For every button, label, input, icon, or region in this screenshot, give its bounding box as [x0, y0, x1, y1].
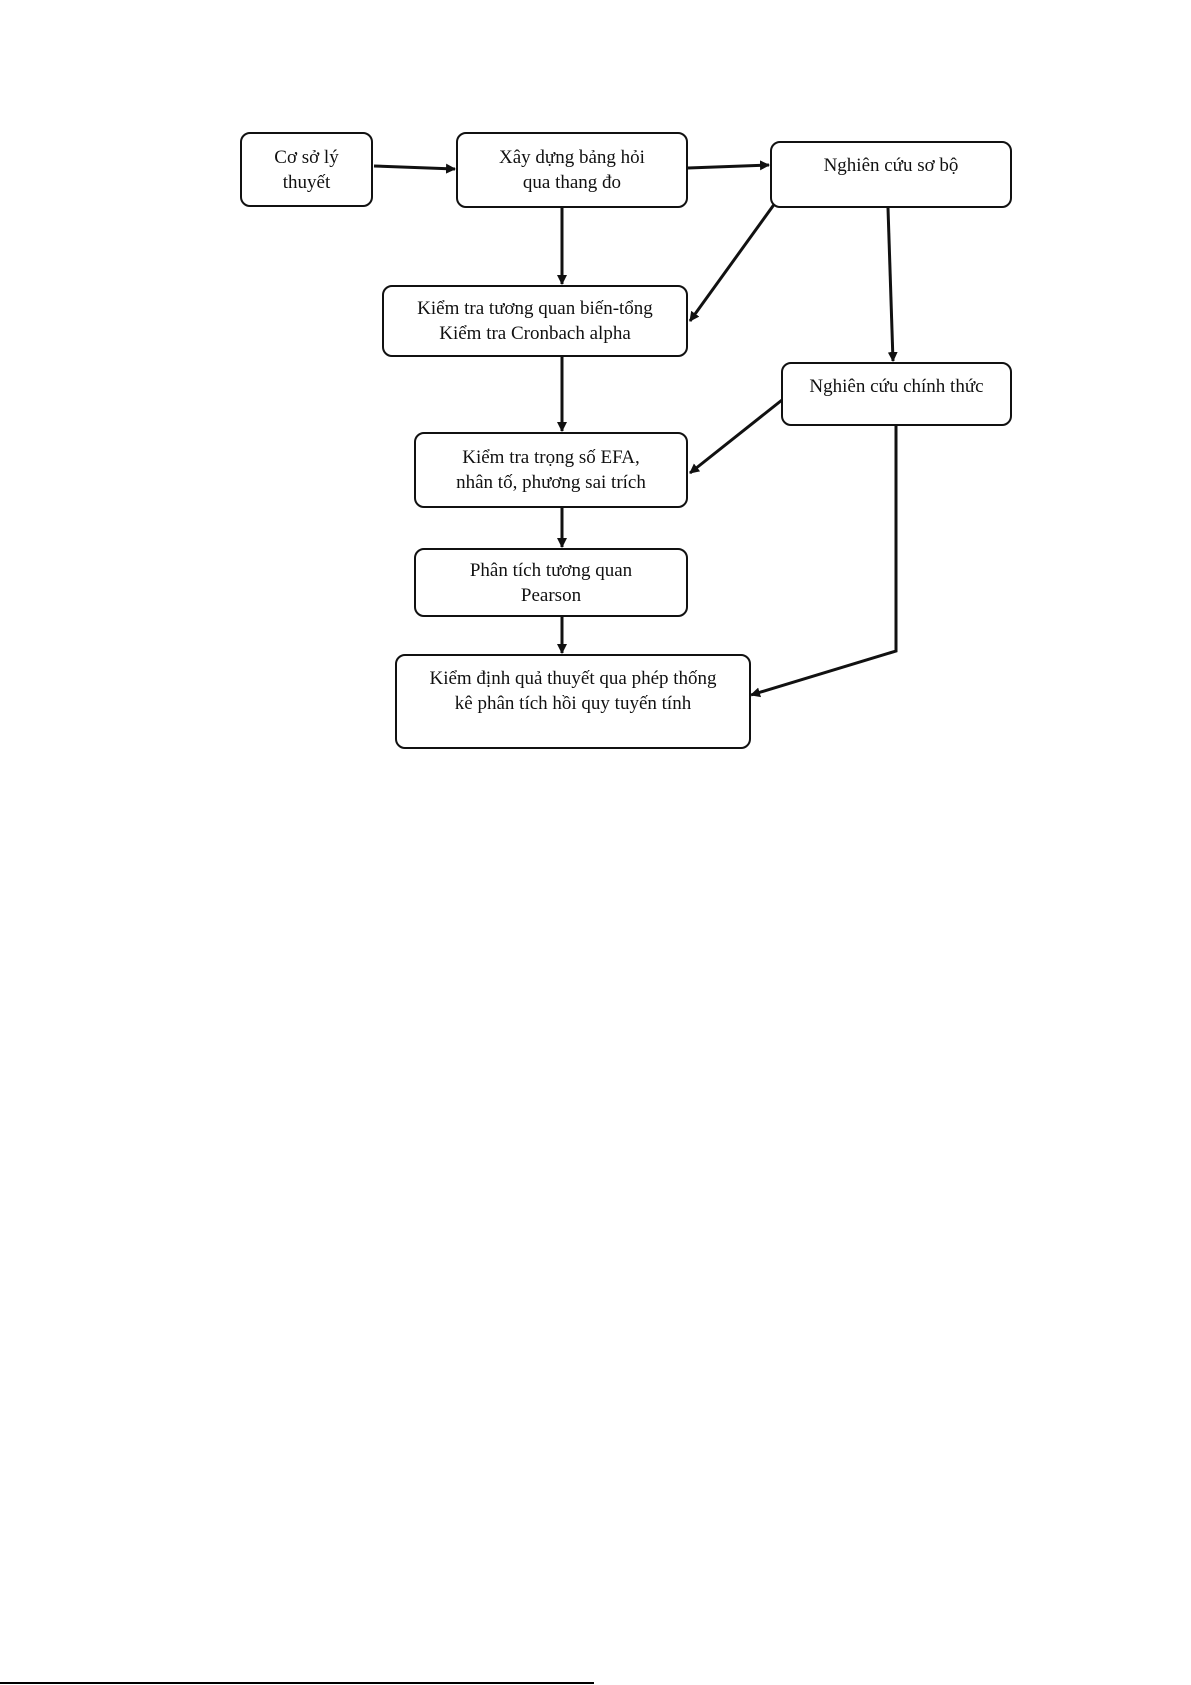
node-regression: Kiểm định quả thuyết qua phép thống kê ph… [395, 654, 751, 749]
node-text: Kiểm tra trọng số EFA, [462, 447, 640, 468]
node-text: thuyết [282, 171, 331, 193]
node-theory: Cơ sở lý thuyết [240, 132, 373, 207]
node-questionnaire: Xây dựng bảng hỏi qua thang đo [456, 132, 688, 208]
node-text: Phân tích tương quan [469, 559, 633, 581]
node-efa: Kiểm tra trọng số EFA, nhân tố, phương sa… [414, 432, 688, 508]
node-text: nhân tố, phương sai trích [456, 472, 646, 493]
node-main-study: Nghiên cứu chính thức [781, 362, 1012, 426]
arrow-theory-questionnaire [373, 163, 456, 174]
node-text: Pearson [520, 584, 582, 606]
node-text: Nghiên cứu sơ bộ [823, 155, 959, 176]
arrow-questionnaire-pilot [687, 160, 770, 171]
arrow-main-study-efa [689, 398, 783, 475]
arrow-pilot-cronbach [688, 198, 780, 322]
footnote-divider [0, 1682, 594, 1684]
node-text: qua thang đo [522, 172, 622, 193]
node-text: Kiểm tra tương quan biến-tổng [417, 298, 653, 319]
node-text: Kiểm tra Cronbach alpha [439, 323, 631, 344]
arrow-pilot-main-study [886, 207, 898, 362]
node-text: Nghiên cứu chính thức [809, 376, 984, 397]
node-text: Cơ sở lý [274, 146, 339, 168]
node-text: Kiểm định quả thuyết qua phép thống [429, 668, 717, 689]
node-text: Xây dựng bảng hỏi [499, 147, 645, 168]
node-pilot: Nghiên cứu sơ bộ [770, 141, 1012, 208]
arrow-main-study-regression [750, 426, 898, 698]
node-text: kê phân tích hồi quy tuyến tính [454, 693, 692, 714]
